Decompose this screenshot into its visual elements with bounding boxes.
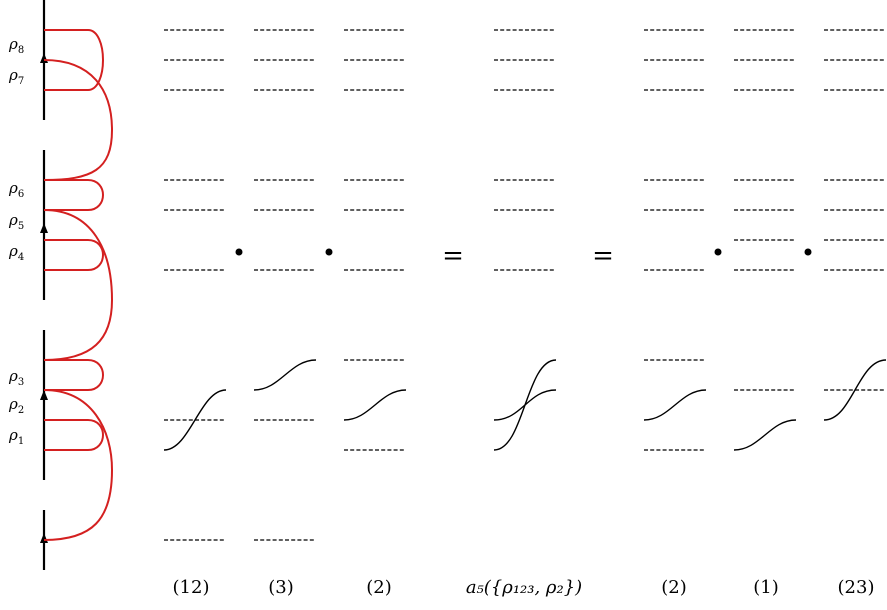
crossing-strand <box>493 389 557 421</box>
product-dot <box>325 248 333 256</box>
caption-col-6: (1) <box>753 577 779 598</box>
rho-label-3: ρ3 <box>8 367 24 388</box>
rho-label-1: ρ1 <box>8 426 24 447</box>
red-arc <box>44 239 104 271</box>
up-arrow-icon <box>40 390 48 400</box>
strand-column-4 <box>493 29 557 451</box>
up-arrow-icon <box>40 533 48 543</box>
rho-label-6: ρ6 <box>8 179 24 200</box>
strand-column-7 <box>823 29 887 421</box>
equals-sign: = <box>592 241 614 271</box>
caption-col-3: (2) <box>366 577 392 598</box>
caption-col-1: (12) <box>173 577 210 598</box>
up-arrow-icon <box>40 223 48 233</box>
column-captions: (12) (3) (2) a₅({ρ₁₂₃, ρ₂}) (2) (1) (23) <box>173 577 875 598</box>
rho-label-7: ρ7 <box>8 66 24 87</box>
caption-col-2: (3) <box>268 577 294 598</box>
strand-column-3 <box>343 29 407 451</box>
strand-column-5 <box>643 29 707 451</box>
strand-column-2 <box>253 29 317 541</box>
red-arc <box>43 209 114 361</box>
rho-label-5: ρ5 <box>8 211 24 232</box>
crossing-strand <box>823 359 887 421</box>
caption-col-5: (2) <box>661 577 687 598</box>
crossing-strand <box>643 389 707 421</box>
red-arc <box>44 179 104 211</box>
crossing-strand <box>253 359 317 391</box>
product-dot <box>804 248 812 256</box>
product-dot <box>235 248 243 256</box>
caption-col-4: a₅({ρ₁₂₃, ρ₂}) <box>466 577 582 598</box>
red-arc <box>44 419 104 451</box>
red-arc <box>43 59 114 181</box>
left-strip: ρ8 ρ7 ρ6 ρ5 ρ4 ρ3 ρ2 ρ1 <box>8 0 114 570</box>
up-arrow-icon <box>40 53 48 63</box>
rho-label-8: ρ8 <box>8 35 24 56</box>
red-arc <box>44 29 104 91</box>
red-arc <box>43 389 114 541</box>
rho-label-2: ρ2 <box>8 395 24 416</box>
crossing-strand <box>163 389 227 451</box>
equals-sign: = <box>442 241 464 271</box>
rho-label-4: ρ4 <box>8 242 24 263</box>
caption-col-7: (23) <box>838 577 875 598</box>
strand-column-6 <box>733 29 797 451</box>
red-arc <box>44 359 104 391</box>
strand-column-1 <box>163 29 227 541</box>
crossing-strand <box>733 419 797 451</box>
product-dot <box>714 248 722 256</box>
crossing-strand <box>343 389 407 421</box>
